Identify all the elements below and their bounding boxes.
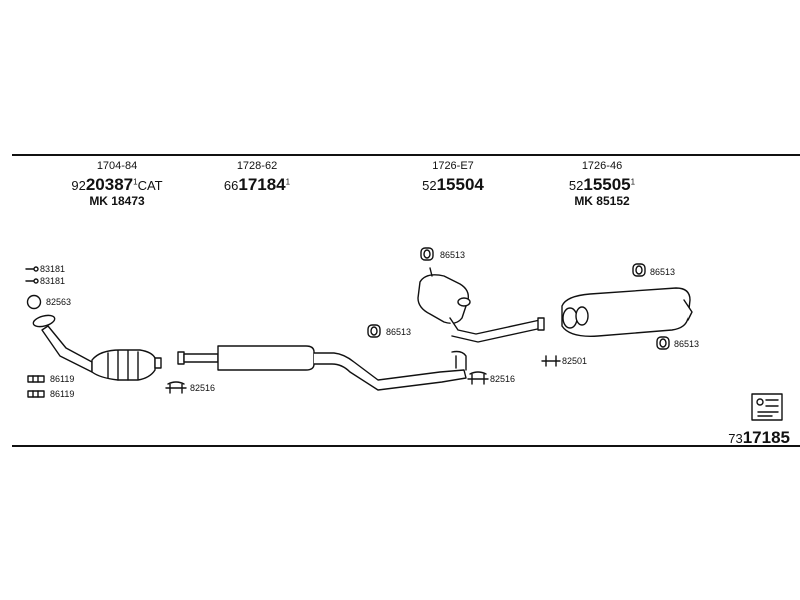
rubber-mount-icon bbox=[420, 247, 434, 261]
part-label-86119: 86119 bbox=[50, 374, 75, 384]
clamp-icon bbox=[541, 355, 561, 367]
group4-mk: MK 85152 bbox=[574, 194, 630, 208]
clamp-icon bbox=[467, 371, 489, 385]
catalytic-converter-icon bbox=[91, 349, 162, 381]
top-rule bbox=[12, 154, 800, 156]
part-label-83181: 83181 bbox=[40, 264, 66, 274]
gasket-ring-icon bbox=[26, 294, 42, 310]
group4-part-number: 52155051 bbox=[568, 175, 636, 194]
rubber-mount-icon bbox=[632, 263, 646, 277]
nut-icon bbox=[27, 375, 45, 383]
part-label-86513: 86513 bbox=[440, 250, 466, 260]
group1-part-number: 92203871CAT bbox=[71, 175, 163, 194]
part-label-86119: 86119 bbox=[50, 389, 75, 399]
instruction-symbol-icon bbox=[751, 393, 783, 421]
part-label-83181: 83181 bbox=[40, 276, 66, 286]
front-pipe-icon bbox=[32, 314, 93, 373]
group3-code: 1726-E7 bbox=[432, 160, 474, 172]
group2-part-number: 66171841 bbox=[223, 175, 291, 194]
part-label-82501: 82501 bbox=[562, 356, 588, 366]
part-label-82563: 82563 bbox=[46, 297, 72, 307]
part-label-86513: 86513 bbox=[386, 327, 412, 337]
middle-muffler-icon bbox=[177, 345, 467, 391]
group4-code: 1726-46 bbox=[581, 160, 623, 172]
group2-code: 1728-62 bbox=[236, 160, 278, 172]
clamp-icon bbox=[165, 381, 187, 394]
nut-icon bbox=[27, 390, 45, 398]
group3-part-number: 5215504 bbox=[422, 175, 484, 194]
rubber-mount-icon bbox=[656, 336, 670, 350]
group1-mk: MK 18473 bbox=[89, 194, 145, 208]
pre-muffler-icon bbox=[417, 267, 545, 343]
rear-muffler-icon bbox=[561, 287, 693, 337]
rubber-mount-icon bbox=[367, 324, 381, 338]
part-label-82516: 82516 bbox=[190, 383, 216, 393]
kit-part-number: 7317185 bbox=[728, 428, 790, 447]
bottom-rule bbox=[12, 445, 800, 447]
group1-code: 1704-84 bbox=[96, 160, 138, 172]
bolt-icon bbox=[25, 266, 39, 272]
part-label-86513: 86513 bbox=[650, 267, 676, 277]
bolt-icon bbox=[25, 278, 39, 284]
part-label-86513: 86513 bbox=[674, 339, 700, 349]
part-label-82516: 82516 bbox=[490, 374, 516, 384]
